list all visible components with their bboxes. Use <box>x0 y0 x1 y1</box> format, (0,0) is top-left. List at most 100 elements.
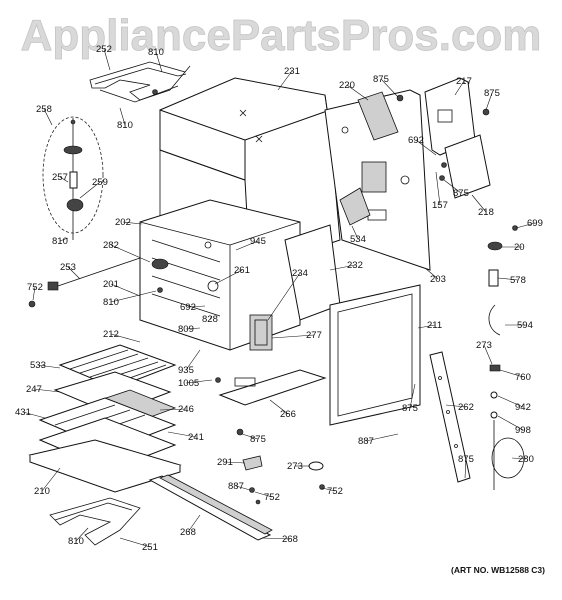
leader-line-998 <box>497 415 524 431</box>
callout-label-752: 752 <box>264 492 280 503</box>
door-frame-part[interactable] <box>329 284 421 426</box>
leader-line-262 <box>445 404 467 408</box>
leader-line-280 <box>511 457 527 460</box>
oven-bottom-part[interactable] <box>218 369 327 406</box>
leader-line-942 <box>497 395 524 408</box>
leader-line-875 <box>409 383 416 409</box>
callout-label-258: 258 <box>36 104 52 115</box>
callout-label-752: 752 <box>27 282 43 293</box>
callout-label-220: 220 <box>339 80 355 91</box>
leader-line-246 <box>159 408 187 411</box>
callout-label-594: 594 <box>517 320 533 331</box>
leader-line-945 <box>235 240 259 251</box>
small-hardware-part[interactable] <box>28 89 518 505</box>
callout-label-231: 231 <box>284 66 300 77</box>
callout-label-253: 253 <box>60 262 76 273</box>
callout-label-692: 692 <box>408 135 424 146</box>
leader-line-533 <box>37 364 61 369</box>
leader-line-277 <box>271 334 315 339</box>
leader-line-253 <box>67 266 81 280</box>
control-bracket-part[interactable] <box>424 77 491 199</box>
leader-line-220 <box>346 84 369 101</box>
lamp-bracket-part[interactable] <box>249 314 273 351</box>
callout-label-534: 534 <box>350 234 366 245</box>
leader-line-699 <box>515 222 536 229</box>
leader-line-257 <box>59 176 69 183</box>
rear-panel-part[interactable] <box>324 89 431 271</box>
callout-label-157: 157 <box>432 200 448 211</box>
callout-label-291: 291 <box>217 457 233 468</box>
callout-label-232: 232 <box>347 260 363 271</box>
callout-label-257: 257 <box>52 172 68 183</box>
broil-element-part[interactable] <box>89 61 191 103</box>
art-number: (ART NO. WB12588 C3) <box>451 565 545 575</box>
callout-label-203: 203 <box>430 274 446 285</box>
callout-label-251: 251 <box>142 542 158 553</box>
leader-line-268 <box>261 537 291 540</box>
leader-line-935 <box>185 349 201 371</box>
leader-line-241 <box>167 431 197 438</box>
callout-label-875: 875 <box>402 403 418 414</box>
callout-label-875: 875 <box>458 454 474 465</box>
callout-label-1005: 1005 <box>178 378 199 389</box>
callout-label-217: 217 <box>456 76 472 87</box>
leader-line-258 <box>43 108 53 126</box>
rod-part[interactable] <box>47 257 141 291</box>
oven-door-part[interactable] <box>28 439 182 493</box>
callout-label-277: 277 <box>306 330 322 341</box>
leader-line-534 <box>351 225 359 240</box>
wire-clip-part[interactable] <box>487 241 503 287</box>
callout-label-282: 282 <box>103 240 119 251</box>
leader-line-251 <box>119 537 151 548</box>
callout-label-752: 752 <box>327 486 343 497</box>
callout-label-266: 266 <box>280 409 296 420</box>
leader-lines <box>22 48 536 548</box>
callout-label-699: 699 <box>527 218 543 229</box>
top-bracket-part[interactable] <box>357 91 399 141</box>
callout-label-875: 875 <box>453 188 469 199</box>
callout-label-945: 945 <box>250 236 266 247</box>
callout-label-218: 218 <box>478 207 494 218</box>
callout-label-875: 875 <box>373 74 389 85</box>
callout-label-998: 998 <box>515 425 531 436</box>
sensor-bracket-part[interactable] <box>339 187 371 226</box>
side-trim-part[interactable] <box>429 351 471 483</box>
callout-label-533: 533 <box>30 360 46 371</box>
callout-label-20: 20 <box>514 242 525 253</box>
leader-line-266 <box>269 399 289 415</box>
leader-line-211 <box>417 324 436 329</box>
leader-line-234 <box>267 272 301 321</box>
callout-label-431: 431 <box>15 407 31 418</box>
kick-panel-part[interactable] <box>148 474 273 541</box>
bake-element-part[interactable] <box>49 497 141 546</box>
leader-line-203 <box>424 267 439 280</box>
leader-line-231 <box>277 70 293 91</box>
leader-line-431 <box>22 411 46 419</box>
sensor-assembly-part[interactable] <box>42 116 104 240</box>
leader-line-810 <box>59 237 69 242</box>
callout-label-692: 692 <box>180 302 196 313</box>
leader-line-875 <box>443 179 462 194</box>
callout-label-810: 810 <box>148 47 164 58</box>
callout-label-268: 268 <box>180 527 196 538</box>
callout-label-259: 259 <box>92 177 108 188</box>
leader-line-232 <box>329 264 356 271</box>
callout-label-210: 210 <box>34 486 50 497</box>
leader-line-218 <box>471 194 487 213</box>
leader-line-810 <box>75 527 89 542</box>
probe-assembly-part[interactable] <box>488 304 525 490</box>
leader-line-887 <box>235 485 251 491</box>
leader-line-273 <box>483 344 493 365</box>
callout-label-211: 211 <box>427 320 442 331</box>
callout-label-201: 201 <box>103 279 119 290</box>
callout-label-247: 247 <box>26 384 42 395</box>
callout-label-273: 273 <box>287 461 303 472</box>
callout-label-280: 280 <box>518 454 534 465</box>
watermark-text: AppliancePartsPros.com <box>21 11 542 60</box>
leader-line-212 <box>110 333 141 343</box>
leader-line-210 <box>41 467 61 492</box>
oven-cavity-part[interactable] <box>139 199 301 351</box>
leader-line-752 <box>254 491 273 498</box>
callout-label-252: 252 <box>96 44 112 55</box>
callout-label-261: 261 <box>234 265 250 276</box>
